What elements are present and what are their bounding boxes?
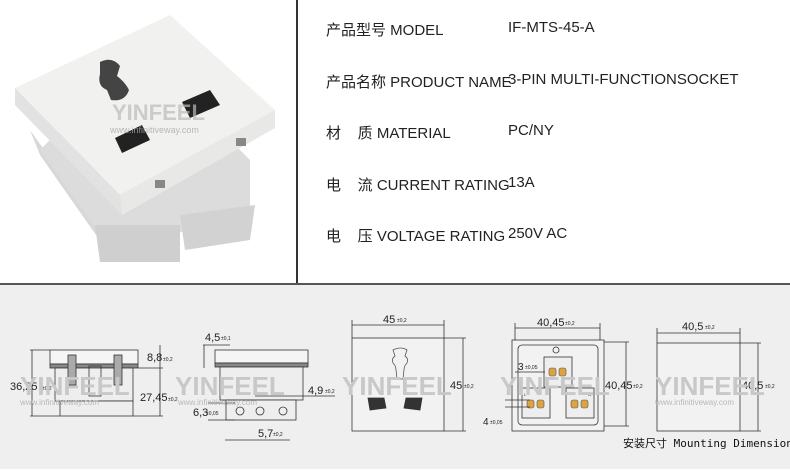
watermark-brand: YINFEEL bbox=[20, 371, 130, 401]
spec-label: 电 压 VOLTAGE RATING bbox=[326, 228, 506, 245]
cutout-view bbox=[656, 328, 761, 432]
divider-vertical bbox=[296, 0, 298, 284]
spec-label: 产品名称 PRODUCT NAME bbox=[326, 74, 512, 91]
dim-f: 4 bbox=[483, 417, 489, 428]
spec-value: PC/NY bbox=[508, 122, 554, 139]
dim-tolerance: ±0,2 bbox=[633, 384, 643, 390]
dim-tolerance: ±0,2 bbox=[397, 318, 407, 324]
dim-a: 4,5 bbox=[205, 332, 220, 344]
dim-tolerance: ±0,2 bbox=[168, 397, 178, 403]
dim-b: 4,9 bbox=[308, 385, 323, 397]
dim-c: 6,3 bbox=[193, 407, 208, 419]
pin-label-l: L bbox=[524, 392, 527, 397]
dim-cutout-height: 40,5 bbox=[742, 380, 763, 392]
dim-tolerance: ±0,2 bbox=[765, 384, 775, 390]
divider-horizontal bbox=[0, 283, 790, 285]
side-view bbox=[30, 345, 163, 417]
spec-value: 3-PIN MULTI-FUNCTIONSOCKET bbox=[508, 71, 739, 88]
product-photo: YINFEEL www.infinitiveway.com bbox=[0, 0, 296, 283]
dim-tolerance: ±0,05 bbox=[525, 365, 538, 371]
dim-d: 5,7 bbox=[258, 428, 273, 440]
front-view bbox=[351, 320, 466, 432]
dim-tolerance: ±0,2 bbox=[163, 357, 173, 363]
watermark-url: www.infinitiveway.com bbox=[19, 398, 99, 407]
dim-body-height: 27,45 bbox=[140, 392, 168, 404]
watermark-brand: YINFEEL bbox=[112, 100, 205, 125]
dim-tolerance: ±0,2 bbox=[42, 386, 52, 392]
side-view-terminals bbox=[203, 344, 335, 441]
spec-value: 250V AC bbox=[508, 225, 568, 242]
watermark-url: www.infinitiveway.com bbox=[654, 398, 734, 407]
dim-tolerance: ±0,2 bbox=[565, 321, 575, 327]
watermark-url: www.infinitiveway.com bbox=[109, 125, 199, 135]
dim-total-height: 36,25 bbox=[10, 381, 38, 393]
mounting-dimension-caption: 安装尺寸 Mounting Dimension bbox=[623, 437, 790, 450]
spec-label: 产品型号 MODEL bbox=[326, 22, 444, 39]
dim-plate-height: 8,8 bbox=[147, 352, 162, 364]
watermark-url: www.infinitiveway.com bbox=[177, 398, 257, 407]
dim-tolerance: ±0,2 bbox=[705, 325, 715, 331]
spec-label: 电 流 CURRENT RATING bbox=[326, 177, 510, 194]
spec-label: 材 质 MATERIAL bbox=[326, 125, 451, 142]
spec-value: 13A bbox=[508, 174, 535, 191]
spec-value: IF-MTS-45-A bbox=[508, 19, 595, 36]
dim-tolerance: ±0,05 bbox=[490, 420, 503, 426]
dim-cutout-width: 40,5 bbox=[682, 321, 703, 333]
back-view bbox=[505, 323, 629, 432]
dim-tolerance: ±0,1 bbox=[221, 336, 231, 342]
pin-label-n: N bbox=[588, 392, 591, 397]
watermark-brand: YINFEEL bbox=[655, 371, 765, 401]
dim-e: 3 bbox=[518, 362, 524, 373]
dim-tolerance: ±0,05 bbox=[206, 411, 219, 417]
watermark-brand: YINFEEL bbox=[342, 371, 452, 401]
watermark-brand: YINFEEL bbox=[175, 371, 285, 401]
dim-tolerance: ±0,2 bbox=[273, 432, 283, 438]
spec-row-material: 材 质 MATERIAL PC/NY bbox=[326, 122, 554, 143]
spec-row-model: 产品型号 MODEL IF-MTS-45-A bbox=[326, 19, 595, 40]
watermark-brand: YINFEEL bbox=[500, 371, 610, 401]
dim-back-height: 40,45 bbox=[605, 380, 633, 392]
dim-tolerance: ±0,2 bbox=[325, 389, 335, 395]
dimension-drawings: 36,25 ±0,2 8,8 ±0,2 27,45 ±0,2 4,5 ±0,1 … bbox=[0, 285, 790, 469]
dim-front-width: 45 bbox=[383, 314, 395, 326]
dim-back-width: 40,45 bbox=[537, 317, 565, 329]
dim-front-height: 45 bbox=[450, 380, 462, 392]
dim-tolerance: ±0,2 bbox=[464, 384, 474, 390]
